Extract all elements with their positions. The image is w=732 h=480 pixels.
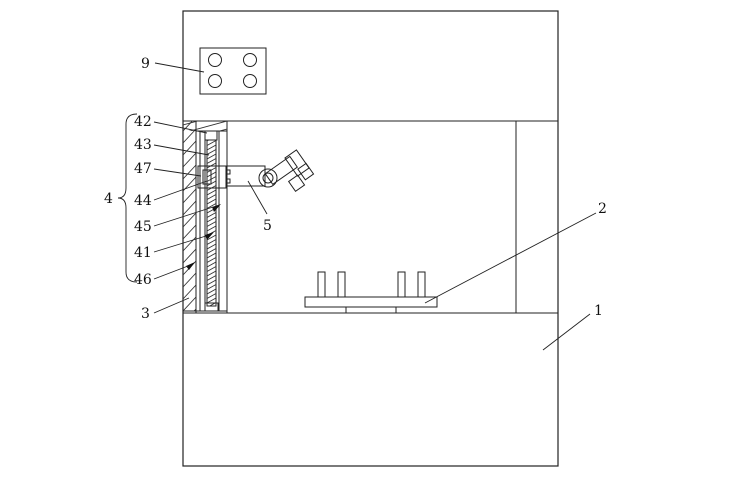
leader-lines <box>153 62 597 351</box>
fixture-pin <box>337 271 346 298</box>
label-41: 41 <box>134 245 152 261</box>
gripper <box>284 149 310 177</box>
cabinet <box>182 10 559 467</box>
label-46: 46 <box>134 272 152 288</box>
screw-rod <box>206 139 217 307</box>
arm-joint <box>258 168 278 188</box>
button-icon <box>243 74 257 88</box>
work-table <box>304 271 438 314</box>
cap-hatching <box>183 121 227 131</box>
arm-link <box>264 155 298 186</box>
button-icon <box>208 74 222 88</box>
label-47: 47 <box>134 161 152 177</box>
fixture-pin <box>397 271 406 298</box>
label-9: 9 <box>141 56 150 72</box>
table-top <box>304 296 438 308</box>
group-brace <box>117 113 138 283</box>
bearing-block <box>204 130 218 141</box>
label-45: 45 <box>134 219 152 235</box>
arrow-icon <box>212 204 221 212</box>
labels: 9 42 43 47 4 44 45 41 46 3 5 2 1 <box>104 56 607 322</box>
label-44: 44 <box>134 193 152 209</box>
arrow-icon <box>186 262 195 270</box>
button-icon <box>243 53 257 67</box>
arrow-icon <box>205 232 214 240</box>
lift-column <box>182 120 228 314</box>
label-1: 1 <box>594 303 603 319</box>
column-frame <box>195 120 228 314</box>
label-42: 42 <box>134 114 152 130</box>
slider-nut <box>202 169 212 185</box>
cabinet-outline <box>182 10 559 467</box>
control-panel <box>199 47 267 95</box>
label-5: 5 <box>263 218 272 234</box>
table-base <box>345 306 397 314</box>
fixture-pin <box>417 271 426 298</box>
bottom-seat <box>204 302 219 312</box>
robot-arm <box>225 149 315 193</box>
label-2: 2 <box>598 201 607 217</box>
label-43: 43 <box>134 137 152 153</box>
label-3: 3 <box>141 306 150 322</box>
fixture-pin <box>317 271 326 298</box>
button-icon <box>208 53 222 67</box>
wall-hatching <box>183 121 196 311</box>
label-4: 4 <box>104 191 113 207</box>
arm-base <box>225 165 266 187</box>
control-panel-box <box>199 47 267 95</box>
